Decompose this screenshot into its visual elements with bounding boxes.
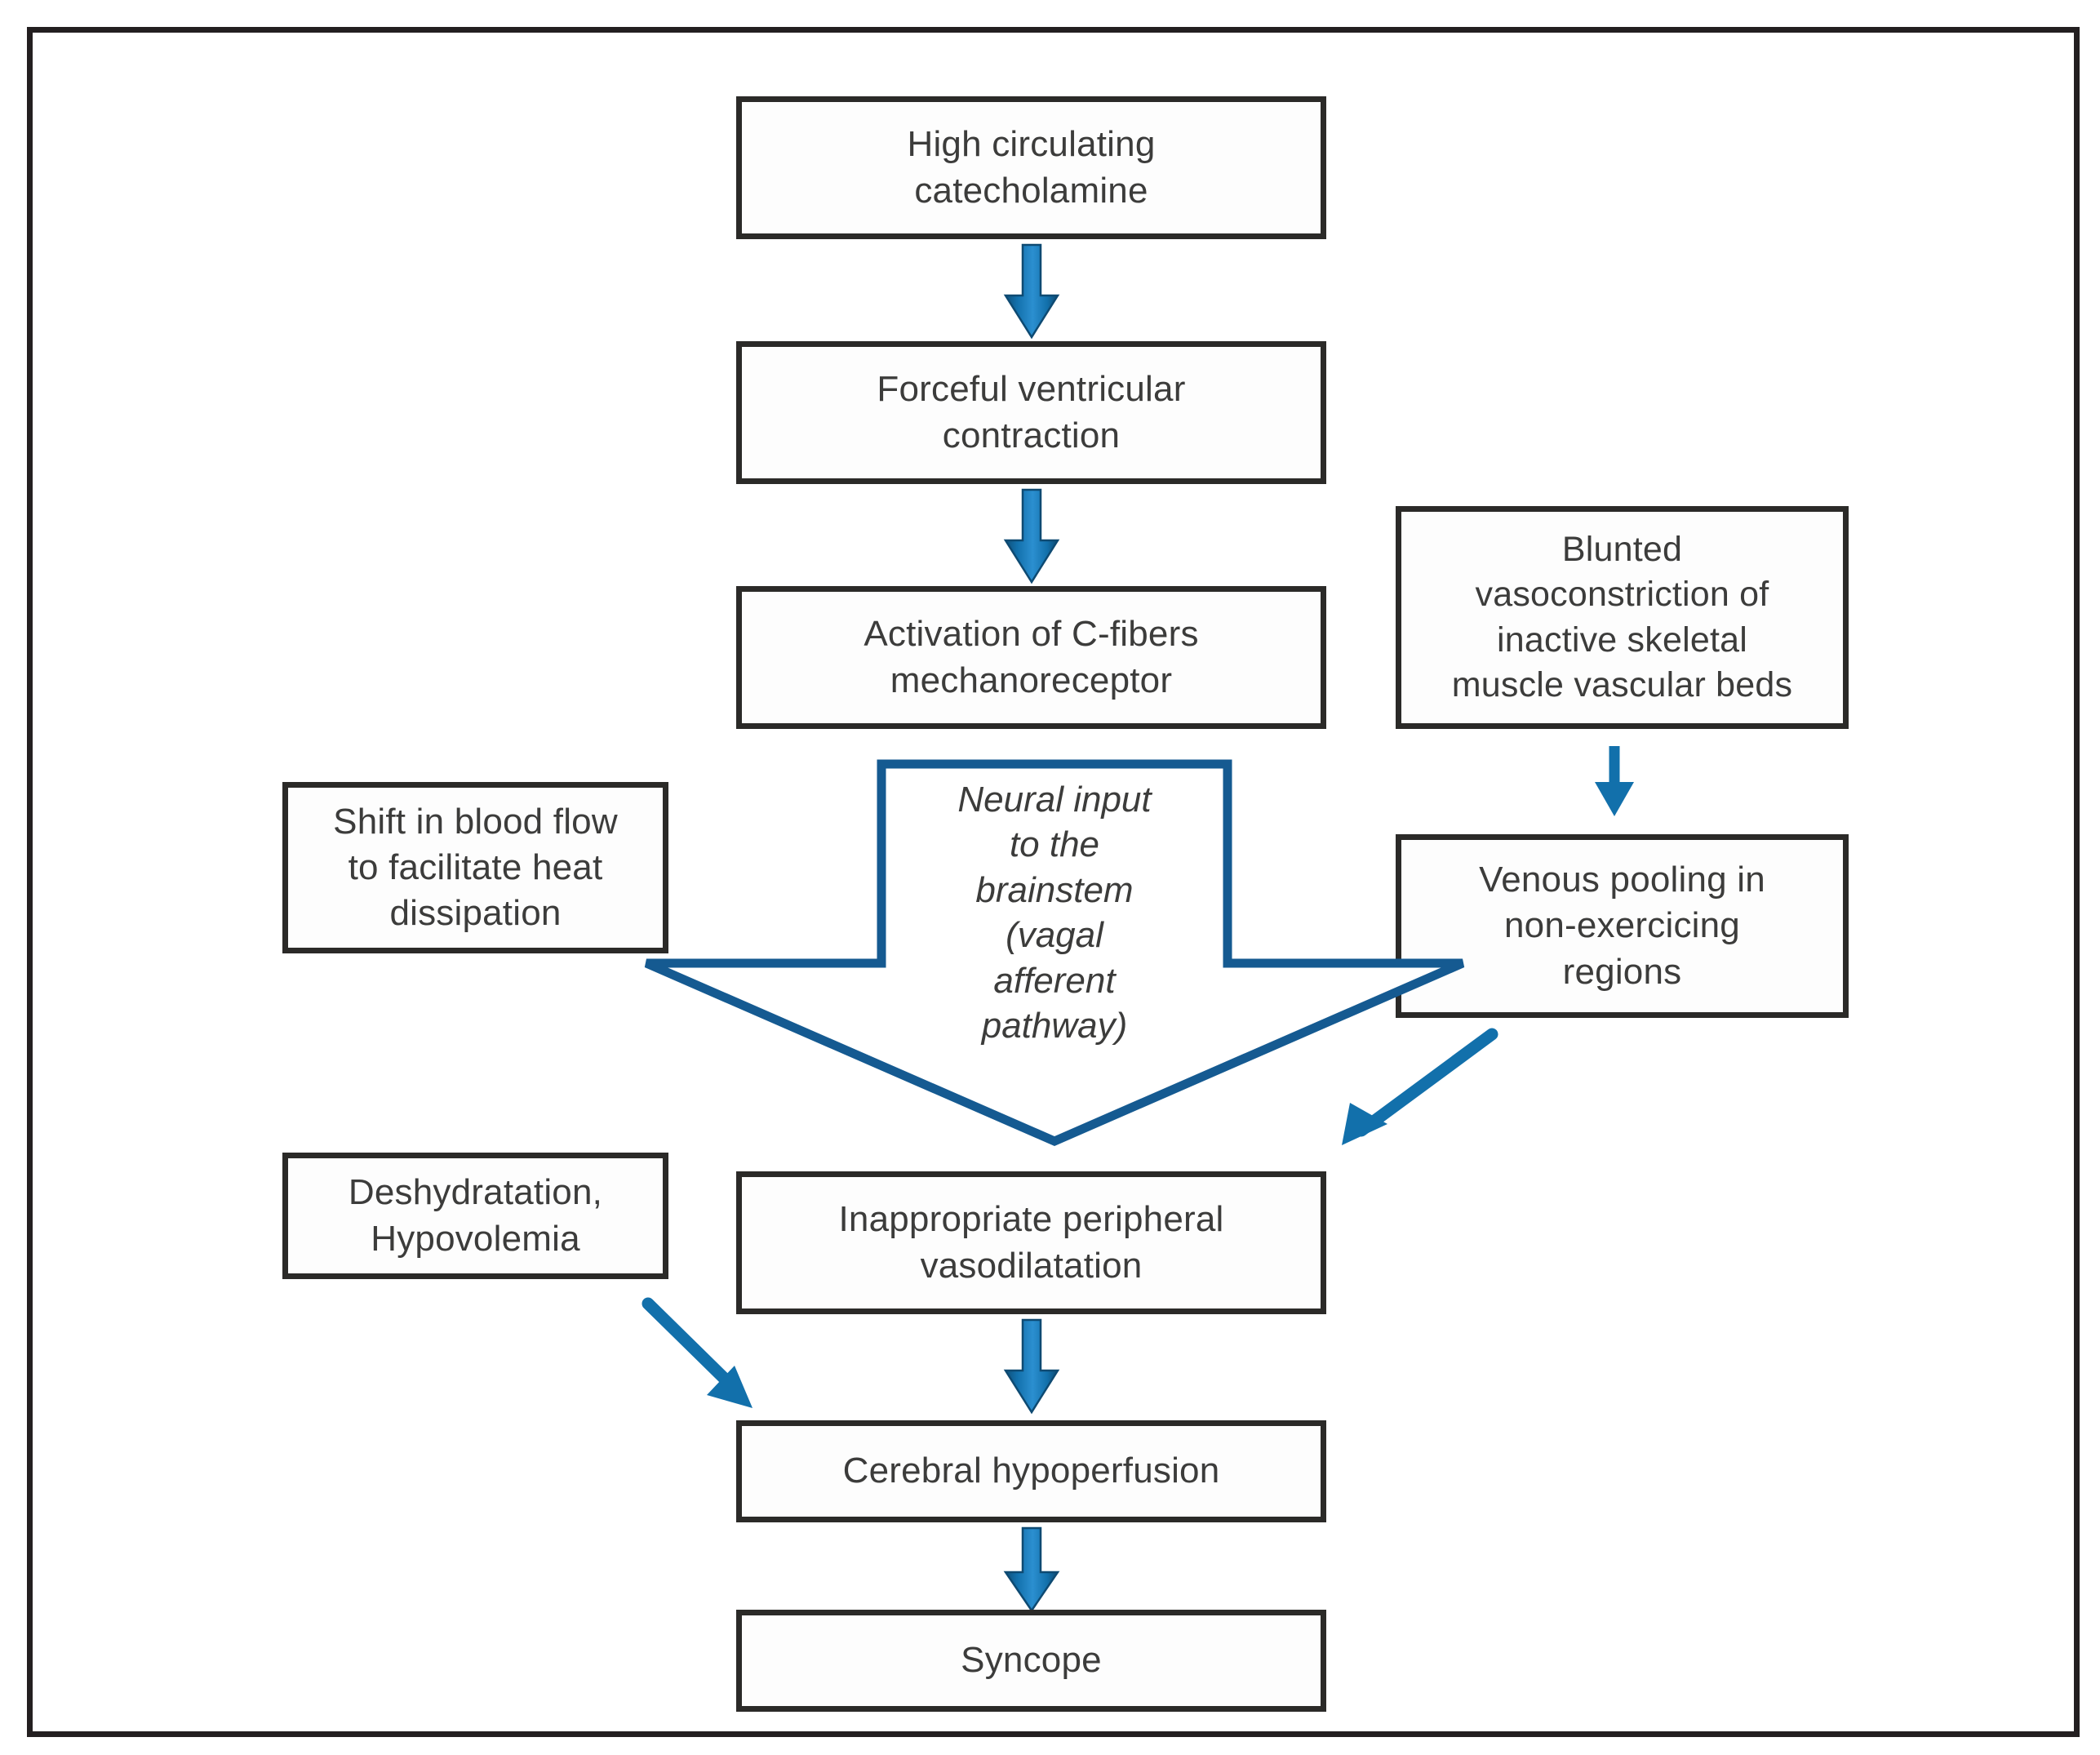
node-label: Venous pooling in non-exercicing regions [1479,860,1765,992]
node-label: Syncope [961,1640,1102,1681]
node-label: Forceful ventricular contraction [877,369,1186,455]
node-label: Shift in blood flow to facilitate heat d… [333,801,618,934]
node-high-circulating-catecholamine[interactable]: High circulating catecholamine [736,96,1326,239]
arrow-venous-pooling-to-vasodilatation [1314,1024,1510,1155]
node-shift-in-blood-flow[interactable]: Shift in blood flow to facilitate heat d… [282,782,668,953]
outlined-down-arrow-icon [644,759,1465,1147]
node-label: Activation of C-fibers mechanoreceptor [864,614,1199,700]
arrow-vasodilatation-to-hypoperfusion [1002,1318,1061,1416]
node-label: Cerebral hypoperfusion [842,1451,1220,1491]
node-venous-pooling[interactable]: Venous pooling in non-exercicing regions [1396,834,1849,1018]
node-label: High circulating catecholamine [907,124,1156,211]
node-forceful-ventricular-contraction[interactable]: Forceful ventricular contraction [736,341,1326,484]
node-label: Inappropriate peripheral vasodilatation [838,1199,1224,1286]
node-label: Blunted vasoconstriction of inactive ske… [1451,530,1793,704]
node-label: Deshydratation, Hypovolemia [348,1172,603,1259]
arrow-blunted-to-venous-pooling [1590,744,1639,818]
large-neural-input-arrow: Neural input to the brainstem (vagal aff… [644,759,1465,1149]
node-syncope[interactable]: Syncope [736,1610,1326,1712]
arrow-deshydratation-to-hypoperfusion [637,1294,800,1424]
node-activation-of-c-fibers-mechanoreceptor[interactable]: Activation of C-fibers mechanoreceptor [736,586,1326,729]
node-blunted-vasoconstriction[interactable]: Blunted vasoconstriction of inactive ske… [1396,506,1849,729]
arrow-contraction-to-cfibers [1002,488,1061,586]
node-cerebral-hypoperfusion[interactable]: Cerebral hypoperfusion [736,1420,1326,1522]
node-deshydratation-hypovolemia[interactable]: Deshydratation, Hypovolemia [282,1153,668,1279]
arrow-catecholamine-to-contraction [1002,243,1061,341]
node-inappropriate-peripheral-vasodilatation[interactable]: Inappropriate peripheral vasodilatation [736,1171,1326,1314]
arrow-hypoperfusion-to-syncope [1002,1526,1061,1615]
